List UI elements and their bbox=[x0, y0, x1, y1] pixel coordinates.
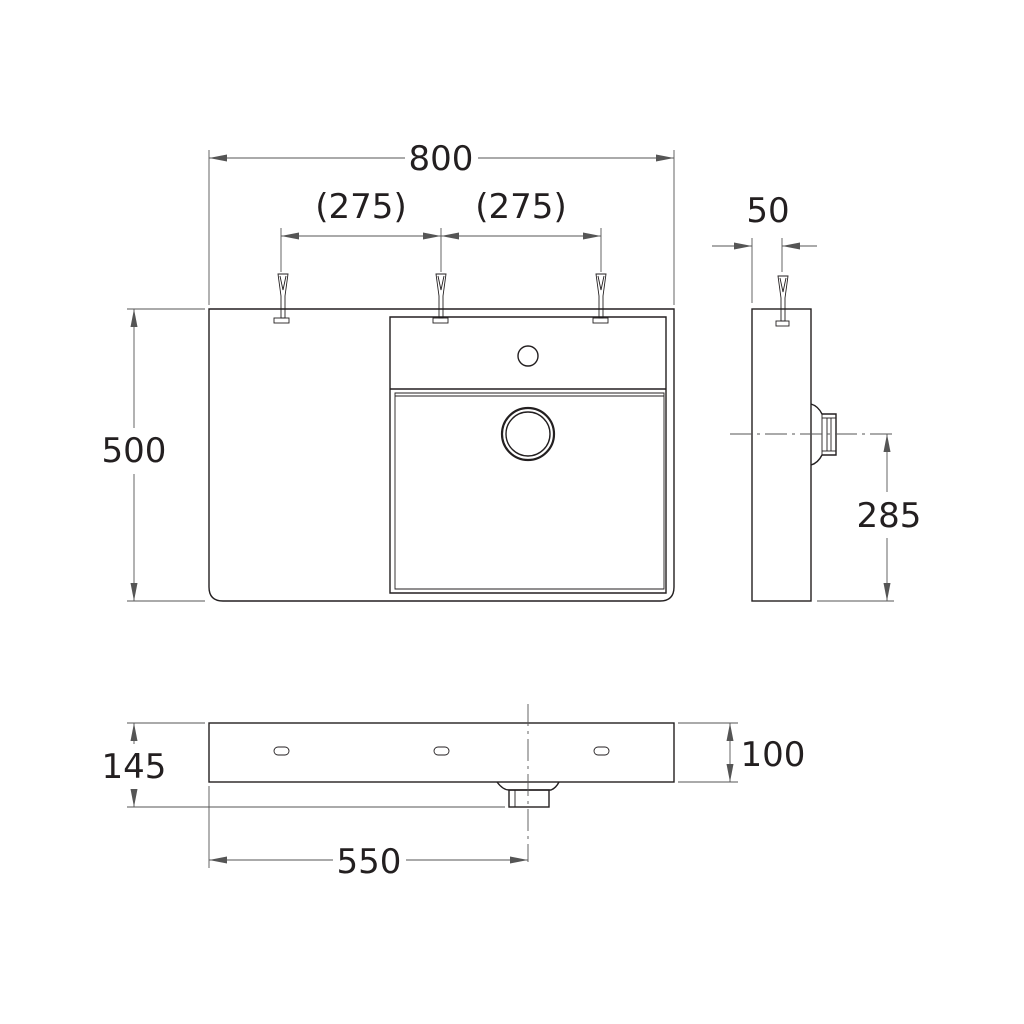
dimension-front-total-height: 145 bbox=[102, 722, 505, 808]
drain-outer-icon bbox=[500, 406, 556, 462]
bowl-outline bbox=[394, 392, 665, 590]
fixing-slot-right-icon bbox=[593, 746, 610, 756]
basin-outline bbox=[208, 308, 675, 602]
dimension-tap-spacing: (275) (275) bbox=[280, 187, 602, 272]
drain-inner-icon bbox=[505, 411, 551, 457]
dimension-label: 800 bbox=[409, 139, 474, 179]
wall-bracket-side-icon bbox=[775, 275, 790, 327]
fixing-slot-left-icon bbox=[273, 746, 290, 756]
dimension-label: 50 bbox=[746, 191, 789, 231]
wall-bracket-center-icon bbox=[432, 273, 449, 324]
dimension-waste-height: 285 bbox=[817, 434, 922, 602]
wall-bracket-left-icon bbox=[273, 273, 290, 324]
dimension-side-depth: 50 bbox=[712, 191, 817, 303]
basin-rim bbox=[389, 316, 667, 594]
front-profile bbox=[208, 722, 675, 783]
dimension-label: 500 bbox=[102, 431, 167, 471]
dimension-label: 285 bbox=[857, 496, 922, 536]
dimension-label: (275) bbox=[315, 187, 406, 227]
dimension-label: 100 bbox=[741, 735, 806, 775]
dimension-label: 550 bbox=[337, 842, 402, 882]
dimension-label: (275) bbox=[475, 187, 566, 227]
front-view: 145 100 550 bbox=[102, 704, 806, 882]
waste-fitting-icon bbox=[810, 403, 837, 466]
side-profile bbox=[751, 308, 812, 602]
waste-outlet-icon bbox=[496, 781, 560, 808]
side-view: 50 285 bbox=[712, 191, 922, 602]
wall-bracket-right-icon bbox=[592, 273, 609, 324]
dimension-height: 500 bbox=[102, 308, 205, 602]
plan-view: 800 (275) (275) 500 bbox=[102, 139, 675, 602]
fixing-slot-center-icon bbox=[433, 746, 450, 756]
tap-hole-icon bbox=[517, 345, 539, 367]
dimension-front-body-height: 100 bbox=[678, 722, 806, 783]
dimension-label: 145 bbox=[102, 747, 167, 787]
dimension-overall-width: 800 bbox=[208, 139, 675, 305]
dimension-waste-offset: 550 bbox=[208, 786, 528, 882]
